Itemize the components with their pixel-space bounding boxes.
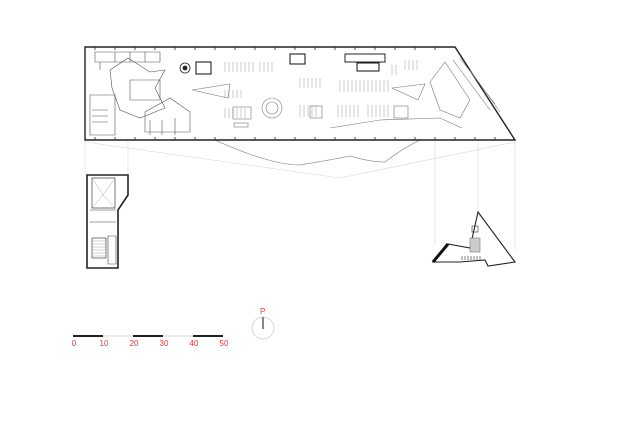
- right-triangular-core-plan: [431, 210, 516, 267]
- north-arrow-label: P: [260, 307, 266, 316]
- scale-label-50: 50: [219, 339, 229, 348]
- terrain-curve: [214, 139, 421, 166]
- scale-label-40: 40: [189, 339, 199, 348]
- main-level-plan: [84, 46, 517, 141]
- scale-label-30: 30: [159, 339, 169, 348]
- scale-label-20: 20: [129, 339, 139, 348]
- north-arrow: [251, 316, 275, 340]
- scale-label-10: 10: [99, 339, 109, 348]
- projection-lines: [84, 140, 516, 250]
- left-stair-core-plan: [86, 174, 129, 269]
- scale-label-0: 0: [71, 339, 77, 348]
